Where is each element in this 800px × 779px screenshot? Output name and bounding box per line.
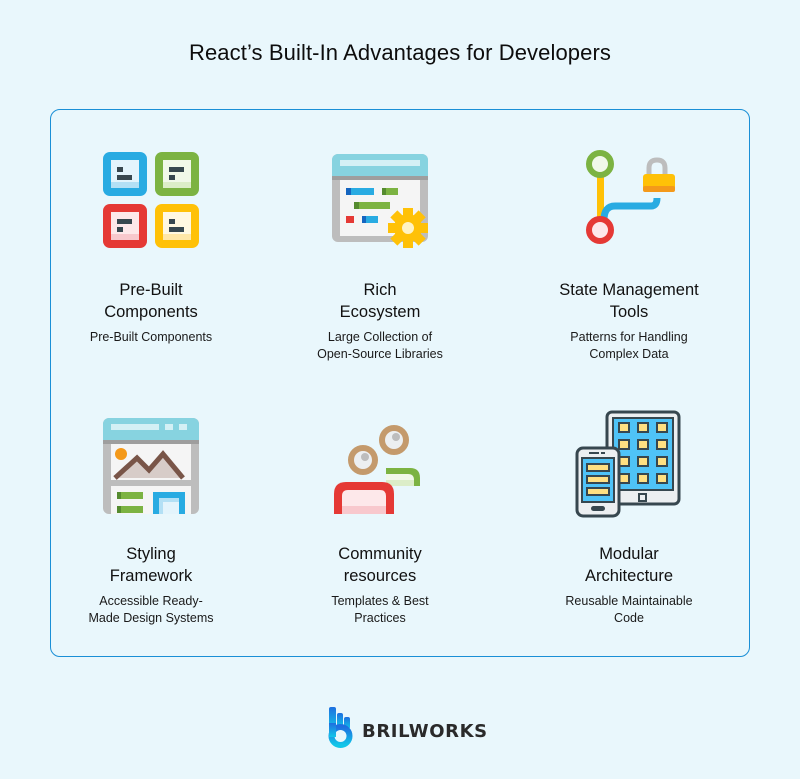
feature-description: Accessible Ready- Made Design Systems [88,594,214,625]
feature-title: State Management Tools [559,281,699,321]
feature-description: Templates & Best Practices [331,594,429,625]
community-users-icon [330,414,430,514]
feature-title: Modular Architecture [584,545,674,585]
feature-title: Pre-Built Components [104,281,198,321]
brand-logo: BRILWORKS [328,705,488,749]
feature-description: Pre-Built Components [89,330,213,344]
features-card: Pre-Built Components Pre-Built Component… [50,109,750,657]
brilworks-logo-icon [328,707,353,748]
components-grid-icon [101,150,201,250]
feature-description: Large Collection of Open-Source Librarie… [317,330,443,361]
ecosystem-window-gear-icon [330,150,430,250]
brand-name: BRILWORKS [362,720,488,742]
modular-devices-icon [573,408,685,520]
feature-title: Community resources [338,545,422,585]
page-title: React’s Built-In Advantages for Develope… [188,40,612,65]
styling-layout-icon [101,414,201,514]
state-flow-lock-icon [579,150,679,250]
feature-description: Patterns for Handling Complex Data [570,330,688,361]
feature-title: Styling Framework [109,545,193,585]
feature-description: Reusable Maintainable Code [565,594,693,625]
feature-title: Rich Ecosystem [339,281,421,321]
